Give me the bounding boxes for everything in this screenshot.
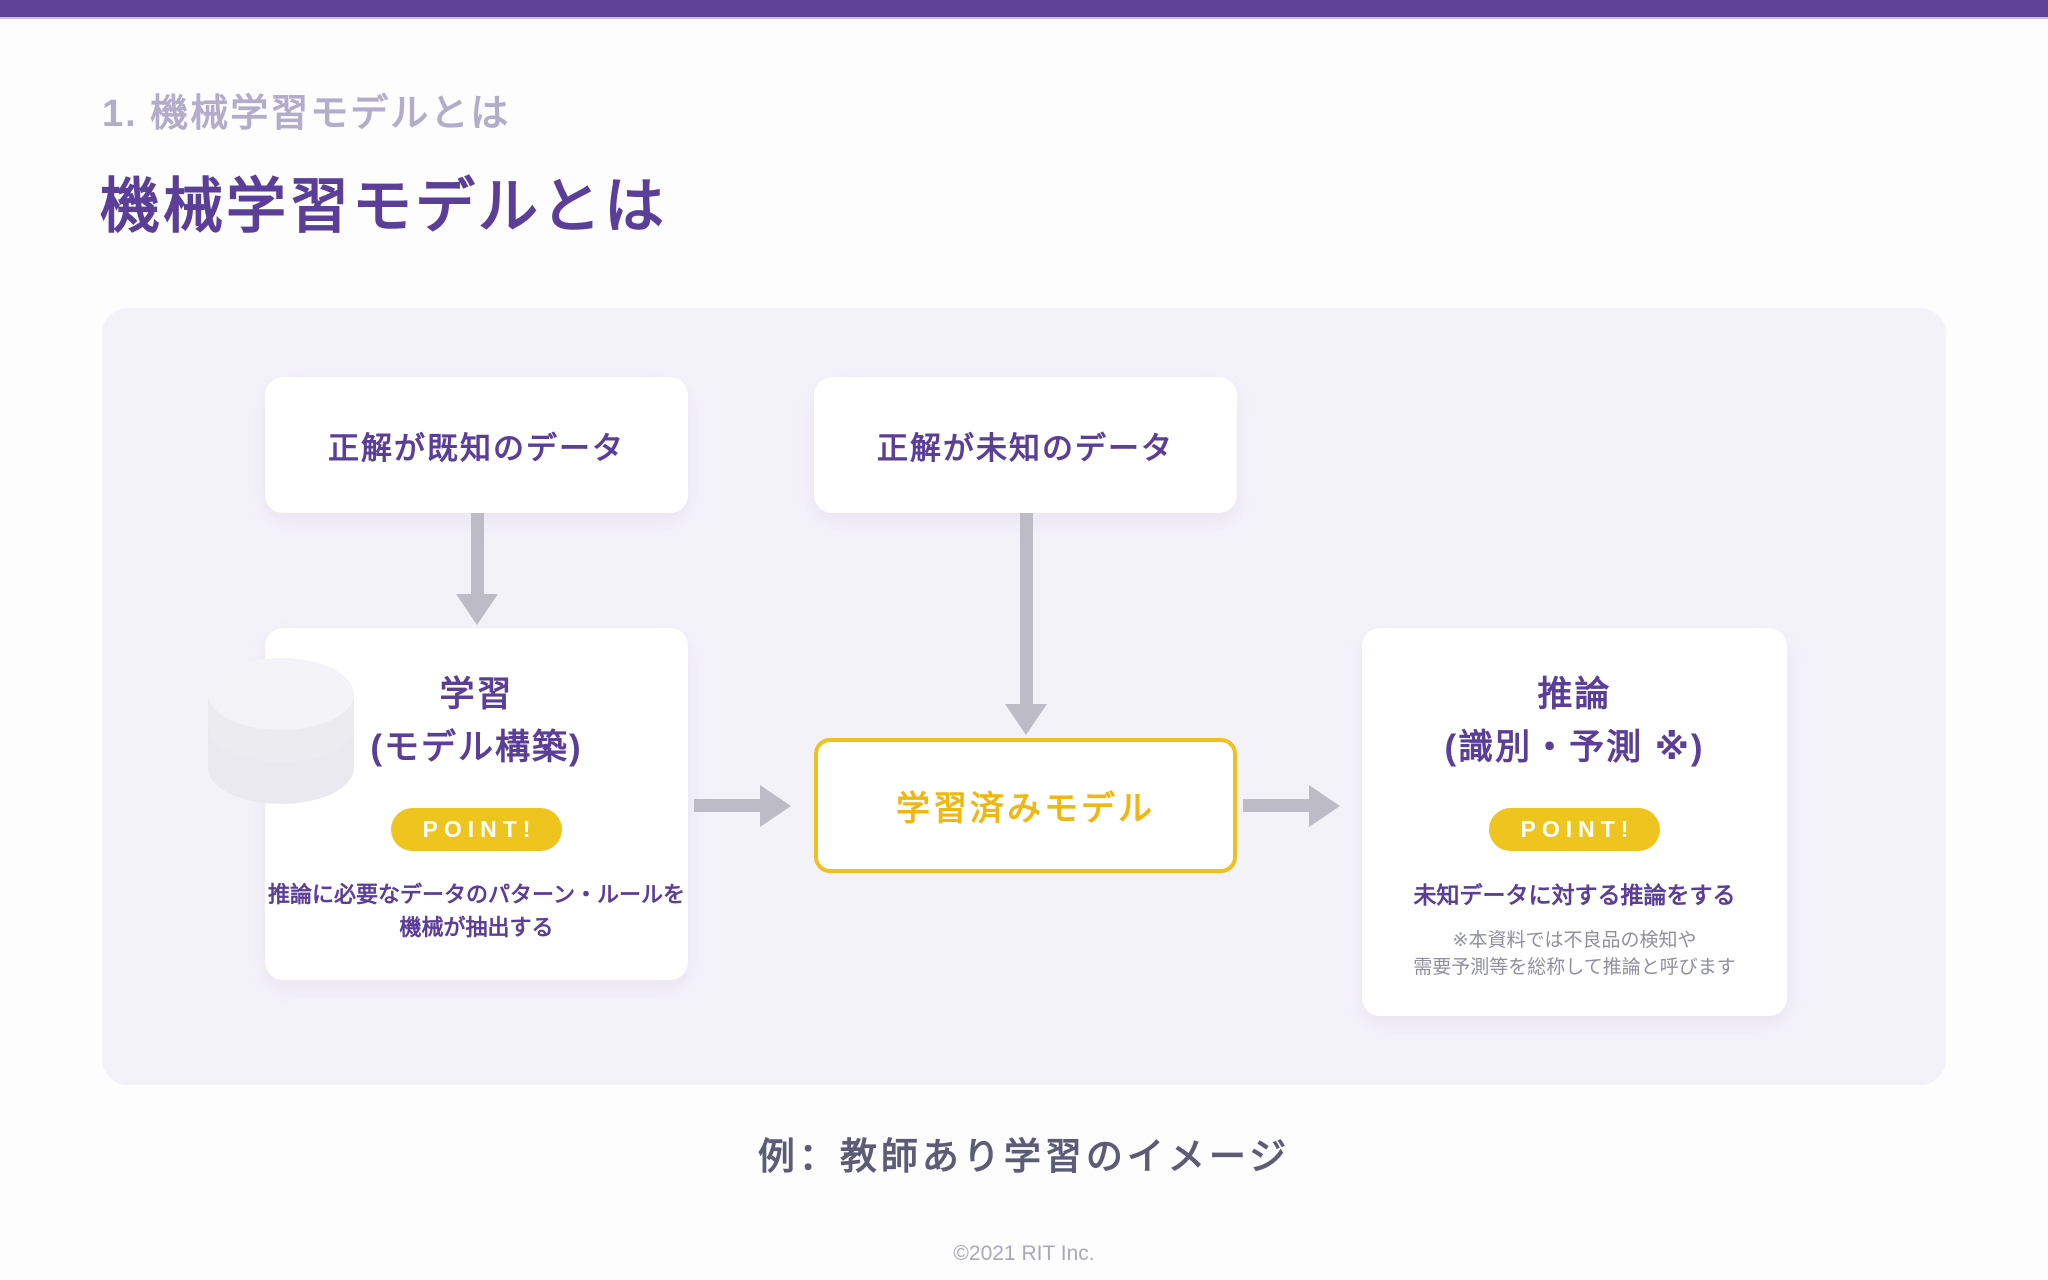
training-box: 学習 (モデル構築) POINT! 推論に必要なデータのパターン・ルールを 機械… (265, 628, 688, 980)
inference-box-heading: 推論 (識別・予測 ※) (1362, 668, 1787, 774)
unknown-data-label: 正解が未知のデータ (877, 430, 1174, 466)
inference-note-line2: 需要予測等を総称して推論と呼びます (1413, 957, 1736, 978)
training-box-heading: 学習 (モデル構築) (265, 668, 688, 774)
arrow-head (1309, 784, 1340, 827)
arrow-shaft (470, 513, 484, 594)
database-cylinder-icon (208, 658, 354, 804)
trained-model-label: 学習済みモデル (896, 790, 1155, 828)
arrow-unknown-to-model-icon (1005, 513, 1047, 735)
top-accent-bar (0, 0, 2048, 19)
training-point-text: 推論に必要なデータのパターン・ルールを 機械が抽出する (265, 878, 688, 944)
known-data-box: 正解が既知のデータ (265, 377, 688, 513)
arrow-head (1005, 704, 1047, 735)
arrow-head (760, 784, 791, 827)
training-subtitle: (モデル構築) (370, 728, 583, 767)
arrow-head (456, 594, 498, 625)
inference-title: 推論 (1537, 675, 1612, 714)
inference-box: 推論 (識別・予測 ※) POINT! 未知データに対する推論をする ※本資料で… (1362, 628, 1787, 1016)
arrow-model-to-inference-icon (1243, 784, 1340, 827)
arrow-training-to-model-icon (694, 784, 791, 827)
section-label: 1. 機械学習モデルとは (102, 93, 511, 135)
slide-caption: 例：教師あり学習のイメージ (757, 1136, 1291, 1177)
diagram-panel: 正解が既知のデータ 正解が未知のデータ 学習 (モデル構築) POINT! 推論… (102, 308, 1946, 1085)
trained-model-box: 学習済みモデル (814, 738, 1237, 873)
inference-subtitle: (識別・予測 ※) (1444, 728, 1705, 767)
inference-note-line1: ※本資料では不良品の検知や (1452, 930, 1697, 951)
page-title: 機械学習モデルとは (100, 173, 667, 240)
inference-point-text: 未知データに対する推論をする (1413, 882, 1736, 908)
known-data-label: 正解が既知のデータ (328, 430, 625, 466)
training-title: 学習 (439, 675, 514, 714)
unknown-data-box: 正解が未知のデータ (814, 377, 1237, 513)
training-point-badge: POINT! (390, 808, 563, 851)
arrow-shaft (1243, 799, 1309, 812)
arrow-known-to-training-icon (456, 513, 498, 625)
training-point-line2: 機械が抽出する (399, 915, 554, 940)
inference-point-badge: POINT! (1488, 808, 1661, 851)
arrow-shaft (1019, 513, 1033, 704)
inference-note: ※本資料では不良品の検知や 需要予測等を総称して推論と呼びます (1362, 927, 1787, 981)
arrow-shaft (694, 799, 760, 812)
copyright-footer: ©2021 RIT Inc. (953, 1242, 1095, 1265)
training-point-line1: 推論に必要なデータのパターン・ルールを (268, 882, 685, 907)
